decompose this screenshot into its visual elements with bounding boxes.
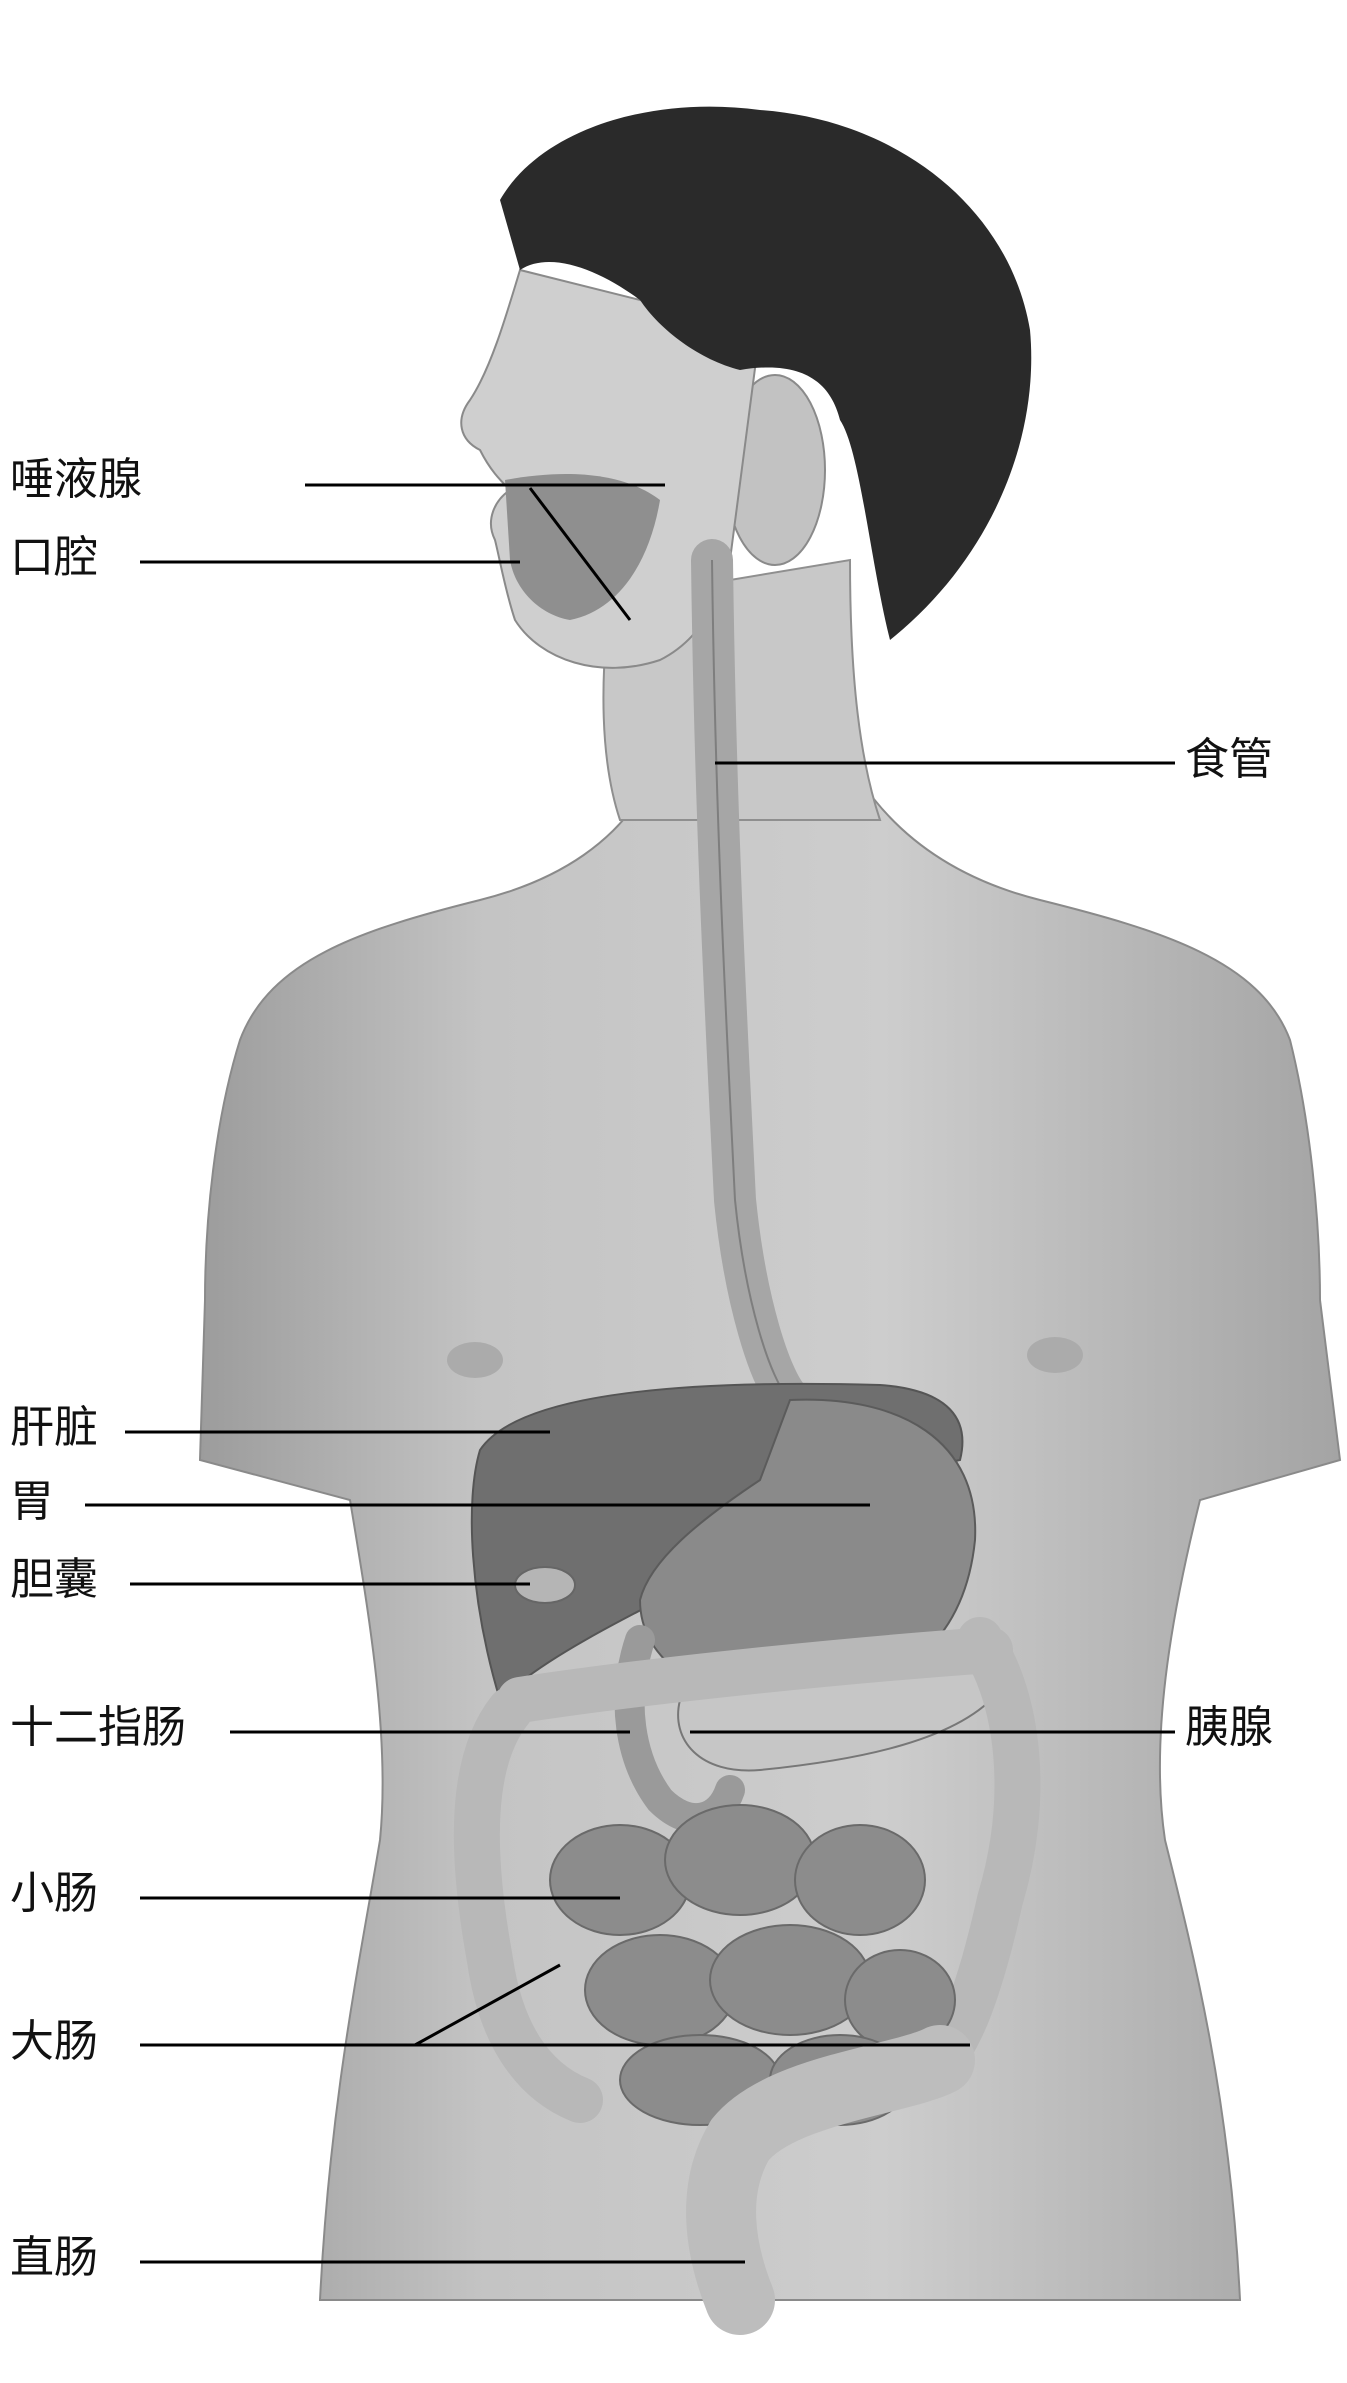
leader-lines (85, 483, 1175, 2264)
label-salivary-gland: 唾液腺 (10, 454, 142, 505)
label-liver: 肝脏 (10, 1402, 98, 1453)
label-rectum: 直肠 (10, 2232, 98, 2283)
rectum (686, 2025, 975, 2335)
label-oral-cavity: 口腔 (10, 532, 98, 583)
label-large-intestine: 大肠 (10, 2016, 98, 2067)
large-intestine (453, 1617, 1041, 2123)
label-gallbladder: 胆囊 (10, 1554, 98, 1605)
label-small-intestine: 小肠 (10, 1868, 98, 1919)
label-duodenum: 十二指肠 (10, 1702, 186, 1753)
label-pancreas: 胰腺 (1185, 1702, 1273, 1753)
label-esophagus: 食管 (1185, 734, 1273, 785)
label-stomach: 胃 (10, 1476, 54, 1527)
hair (500, 106, 1032, 641)
mouth-interior (505, 474, 660, 620)
